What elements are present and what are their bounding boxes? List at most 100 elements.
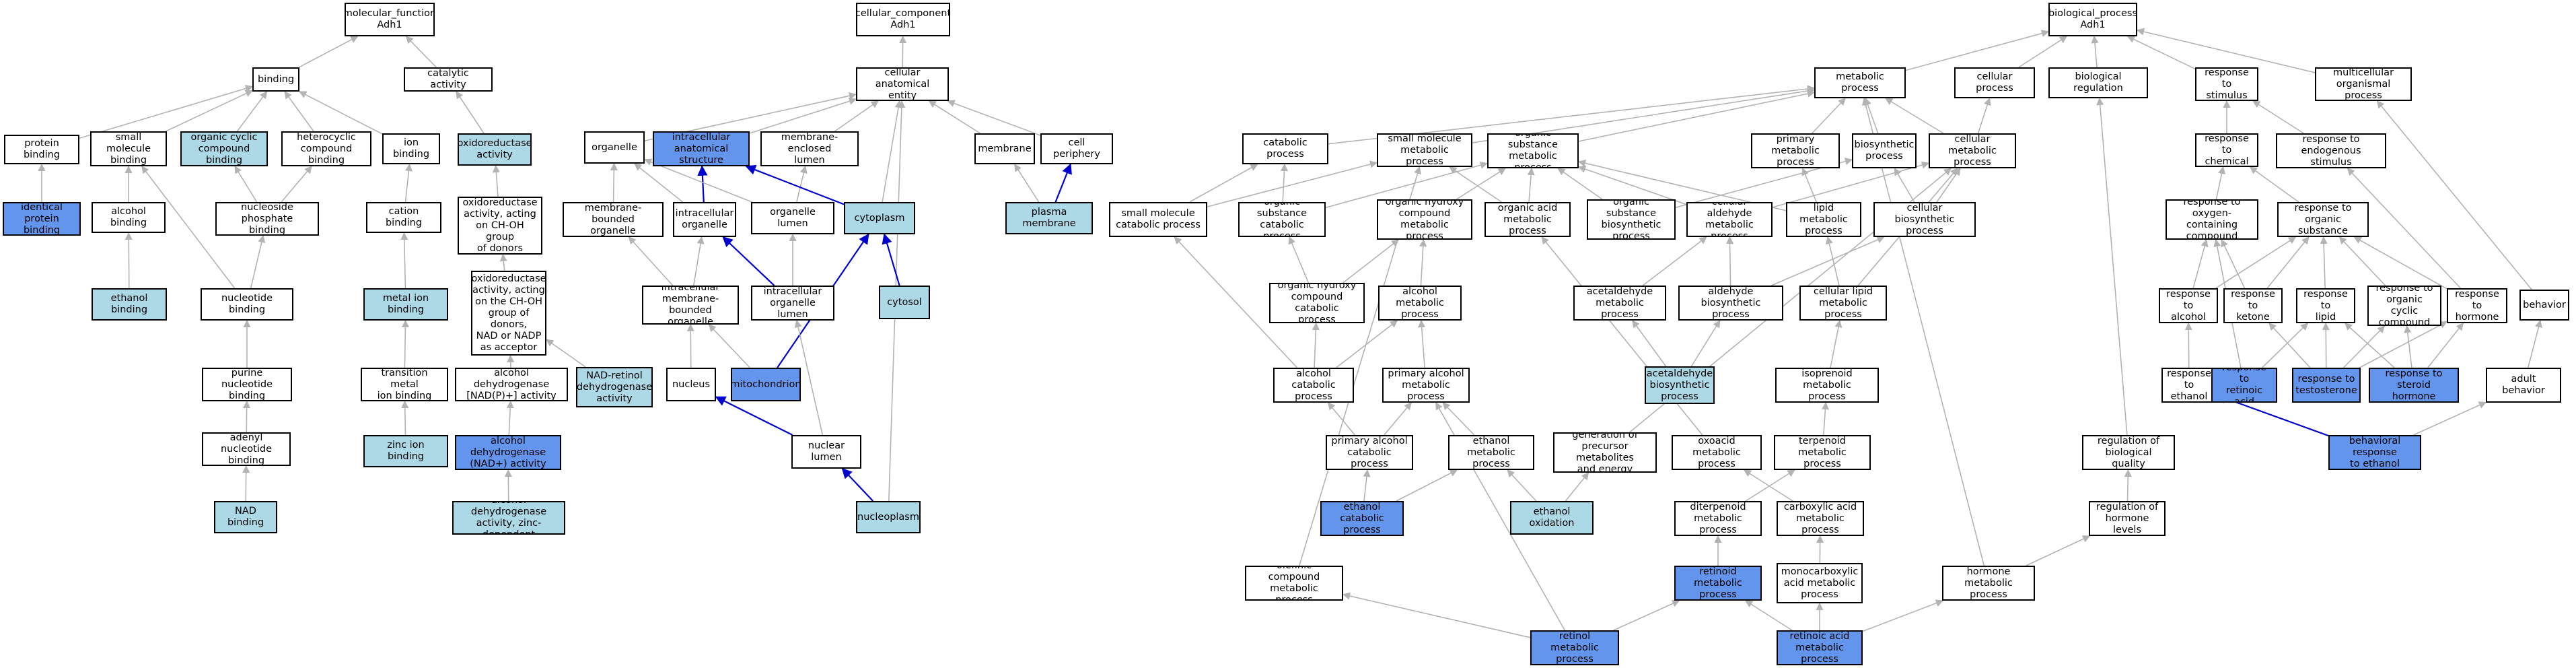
node-cation-binding[interactable]: cation binding xyxy=(366,202,441,233)
node-ion-binding[interactable]: ion binding xyxy=(382,133,440,164)
node-ethanol-binding[interactable]: ethanol binding xyxy=(92,288,167,321)
node-hormone-metabolic-process[interactable]: hormone metabolic process xyxy=(1942,566,2035,601)
node-aldehyde-biosynthetic-process[interactable]: aldehyde biosynthetic process xyxy=(1678,286,1783,321)
node-response-to-lipid[interactable]: response to lipid xyxy=(2296,288,2355,323)
node-organelle[interactable]: organelle xyxy=(584,131,645,164)
node-response-to-endogenous-stimulus[interactable]: response to endogenous stimulus xyxy=(2276,133,2386,168)
node-ethanol-catabolic-process[interactable]: ethanol catabolic process xyxy=(1320,501,1404,536)
node-terpenoid-metabolic-process[interactable]: terpenoid metabolic process xyxy=(1774,435,1871,470)
node-membrane-bounded-organelle[interactable]: membrane-bounded organelle xyxy=(563,202,664,237)
node-cellular-anatomical-entity[interactable]: cellular anatomical entity xyxy=(856,67,949,101)
node-intracellular-membrane-bounded-organelle[interactable]: intracellular membrane-bounded organelle xyxy=(642,286,739,325)
node-generation-of-precursor-metabolites[interactable]: generation of precursor metabolites and … xyxy=(1553,432,1657,473)
node-lipid-metabolic-process[interactable]: lipid metabolic process xyxy=(1786,202,1861,237)
node-cellular-aldehyde-metabolic-process[interactable]: cellular aldehyde metabolic process xyxy=(1686,202,1773,237)
node-retinoid-metabolic-process[interactable]: retinoid metabolic process xyxy=(1674,566,1762,601)
node-response-to-stimulus[interactable]: response to stimulus xyxy=(2195,67,2258,101)
node-organic-substance-catabolic-process[interactable]: organic substance catabolic process xyxy=(1238,202,1326,237)
node-small-molecule-binding[interactable]: small molecule binding xyxy=(90,131,167,166)
node-nad-binding[interactable]: NAD binding xyxy=(214,501,277,533)
node-intracellular-anatomical-structure[interactable]: intracellular anatomical structure xyxy=(653,131,750,166)
node-heterocyclic-compound-binding[interactable]: heterocyclic compound binding xyxy=(281,131,371,166)
node-biological-process-root[interactable]: biological_process Adh1 xyxy=(2048,3,2137,36)
node-response-to-ketone[interactable]: response to ketone xyxy=(2223,288,2283,323)
node-metabolic-process[interactable]: metabolic process xyxy=(1814,67,1906,98)
node-organic-substance-biosynthetic-process[interactable]: organic substance biosynthetic process xyxy=(1587,199,1676,240)
node-alcohol-dehydrogenase-nad[interactable]: alcohol dehydrogenase (NAD+) activity xyxy=(455,435,561,470)
node-small-molecule-metabolic-process[interactable]: small molecule metabolic process xyxy=(1377,133,1472,167)
node-nad-retinol-dehydrogenase[interactable]: NAD-retinol dehydrogenase activity xyxy=(576,367,653,407)
node-cellular-component-root[interactable]: cellular_component Adh1 xyxy=(856,3,950,36)
node-ethanol-metabolic-process[interactable]: ethanol metabolic process xyxy=(1448,435,1534,470)
node-alcohol-metabolic-process[interactable]: alcohol metabolic process xyxy=(1378,286,1462,321)
node-intracellular-organelle-lumen[interactable]: intracellular organelle lumen xyxy=(751,286,834,321)
node-organic-acid-metabolic-process[interactable]: organic acid metabolic process xyxy=(1484,202,1571,237)
node-retinol-metabolic-process[interactable]: retinol metabolic process xyxy=(1530,630,1619,665)
node-alcohol-catabolic-process[interactable]: alcohol catabolic process xyxy=(1273,368,1354,403)
node-response-to-organic-substance[interactable]: response to organic substance xyxy=(2277,202,2369,237)
node-identical-protein-binding[interactable]: identical protein binding xyxy=(3,202,81,236)
node-cell-periphery[interactable]: cell periphery xyxy=(1040,133,1113,164)
node-regulation-of-hormone-levels[interactable]: regulation of hormone levels xyxy=(2089,501,2166,536)
node-adenyl-nucleotide-binding[interactable]: adenyl nucleotide binding xyxy=(202,432,291,466)
node-response-to-chemical[interactable]: response to chemical xyxy=(2195,133,2258,167)
node-zinc-ion-binding[interactable]: zinc ion binding xyxy=(363,435,448,467)
node-protein-binding[interactable]: protein binding xyxy=(4,135,79,164)
node-oxidoreductase-nad-nadp[interactable]: oxidoreductase activity, acting on the C… xyxy=(471,271,546,356)
node-mitochondrion[interactable]: mitochondrion xyxy=(731,368,801,401)
node-isoprenoid-metabolic-process[interactable]: isoprenoid metabolic process xyxy=(1775,368,1879,403)
node-response-to-testosterone[interactable]: response to testosterone xyxy=(2292,368,2361,403)
node-organic-hydroxy-compound-metabolic-process[interactable]: organic hydroxy compound metabolic proce… xyxy=(1377,199,1472,240)
node-response-to-ethanol[interactable]: response to ethanol xyxy=(2161,368,2217,403)
node-multicellular-organismal-process[interactable]: multicellular organismal process xyxy=(2315,67,2412,101)
node-behavioral-response-to-ethanol[interactable]: behavioral response to ethanol xyxy=(2328,435,2421,470)
node-primary-alcohol-catabolic-process[interactable]: primary alcohol catabolic process xyxy=(1326,435,1413,470)
node-binding[interactable]: binding xyxy=(252,67,299,92)
node-intracellular-organelle[interactable]: intracellular organelle xyxy=(673,202,736,237)
node-olefinic-compound-metabolic-process[interactable]: olefinic compound metabolic process xyxy=(1245,566,1343,601)
node-nucleotide-binding[interactable]: nucleotide binding xyxy=(201,288,293,321)
node-transition-metal-ion-binding[interactable]: transition metal ion binding xyxy=(361,368,448,401)
node-oxidoreductase-activity[interactable]: oxidoreductase activity xyxy=(458,133,532,166)
node-primary-metabolic-process[interactable]: primary metabolic process xyxy=(1751,133,1840,168)
node-membrane-enclosed-lumen[interactable]: membrane-enclosed lumen xyxy=(760,131,859,166)
node-behavior[interactable]: behavior xyxy=(2519,290,2569,321)
node-acetaldehyde-biosynthetic-process[interactable]: acetaldehyde biosynthetic process xyxy=(1645,366,1715,404)
node-cellular-biosynthetic-process[interactable]: cellular biosynthetic process xyxy=(1873,202,1976,237)
node-nucleoside-phosphate-binding[interactable]: nucleoside phosphate binding xyxy=(215,202,319,236)
node-cellular-metabolic-process[interactable]: cellular metabolic process xyxy=(1929,133,2016,168)
node-response-to-alcohol[interactable]: response to alcohol xyxy=(2159,288,2218,323)
node-catalytic-activity[interactable]: catalytic activity xyxy=(404,67,493,92)
node-ethanol-oxidation[interactable]: ethanol oxidation xyxy=(1510,501,1594,535)
node-alcohol-binding[interactable]: alcohol binding xyxy=(92,202,166,233)
node-catabolic-process[interactable]: catabolic process xyxy=(1242,133,1328,164)
node-molecular-function-root[interactable]: molecular_function Adh1 xyxy=(345,3,435,36)
node-plasma-membrane[interactable]: plasma membrane xyxy=(1005,202,1093,234)
node-primary-alcohol-metabolic-process[interactable]: primary alcohol metabolic process xyxy=(1382,368,1470,403)
node-response-to-hormone[interactable]: response to hormone xyxy=(2447,288,2507,323)
node-retinoic-acid-metabolic-process[interactable]: retinoic acid metabolic process xyxy=(1777,630,1863,665)
node-oxoacid-metabolic-process[interactable]: oxoacid metabolic process xyxy=(1672,435,1762,470)
node-metal-ion-binding[interactable]: metal ion binding xyxy=(363,288,448,321)
node-small-molecule-catabolic-process[interactable]: small molecule catabolic process xyxy=(1109,202,1207,237)
node-cytosol[interactable]: cytosol xyxy=(879,286,930,319)
node-regulation-of-biological-quality[interactable]: regulation of biological quality xyxy=(2082,435,2175,470)
node-acetaldehyde-metabolic-process[interactable]: acetaldehyde metabolic process xyxy=(1573,286,1666,321)
node-organelle-lumen[interactable]: organelle lumen xyxy=(751,202,834,234)
node-alcohol-dehydrogenase-zinc-dependent[interactable]: alcohol dehydrogenase activity, zinc-dep… xyxy=(452,501,565,535)
node-adult-behavior[interactable]: adult behavior xyxy=(2486,368,2561,403)
node-nucleoplasm[interactable]: nucleoplasm xyxy=(856,501,921,533)
node-purine-nucleotide-binding[interactable]: purine nucleotide binding xyxy=(202,368,292,401)
node-cytoplasm[interactable]: cytoplasm xyxy=(844,202,915,234)
node-diterpenoid-metabolic-process[interactable]: diterpenoid metabolic process xyxy=(1674,501,1762,536)
node-alcohol-dehydrogenase-nadp[interactable]: alcohol dehydrogenase [NAD(P)+] activity xyxy=(455,368,568,401)
node-organic-cyclic-compound-binding[interactable]: organic cyclic compound binding xyxy=(180,131,268,166)
node-cellular-lipid-metabolic-process[interactable]: cellular lipid metabolic process xyxy=(1799,286,1887,321)
node-carboxylic-acid-metabolic-process[interactable]: carboxylic acid metabolic process xyxy=(1777,501,1864,536)
node-response-to-steroid-hormone[interactable]: response to steroid hormone xyxy=(2369,368,2459,403)
node-biological-regulation[interactable]: biological regulation xyxy=(2048,67,2148,98)
node-membrane[interactable]: membrane xyxy=(974,133,1035,164)
node-response-to-oxygen-containing-compound[interactable]: response to oxygen-containing compound xyxy=(2166,199,2258,240)
node-oxidoreductase-ch-oh[interactable]: oxidoreductase activity, acting on CH-OH… xyxy=(458,197,542,255)
node-organic-hydroxy-compound-catabolic-process[interactable]: organic hydroxy compound catabolic proce… xyxy=(1269,283,1365,323)
